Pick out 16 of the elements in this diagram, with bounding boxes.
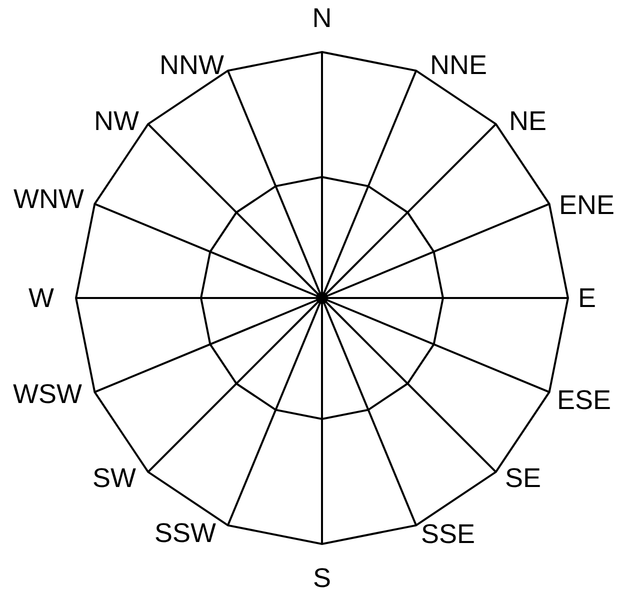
direction-label: ENE xyxy=(559,192,615,218)
direction-label: ESE xyxy=(557,386,612,414)
direction-label: NE xyxy=(509,108,547,134)
direction-label: WSW xyxy=(13,380,82,408)
direction-label: SE xyxy=(505,464,542,492)
direction-label: W xyxy=(28,284,54,312)
direction-label: NNE xyxy=(430,52,488,78)
direction-label: SSW xyxy=(154,520,216,546)
direction-label: NW xyxy=(94,108,139,134)
direction-label: E xyxy=(578,284,596,312)
direction-label: N xyxy=(312,4,332,32)
direction-label: WNW xyxy=(14,186,84,212)
direction-label: S xyxy=(313,564,331,592)
direction-label: NNW xyxy=(160,52,224,78)
direction-label: SW xyxy=(92,464,136,492)
direction-label: SSE xyxy=(421,520,476,548)
